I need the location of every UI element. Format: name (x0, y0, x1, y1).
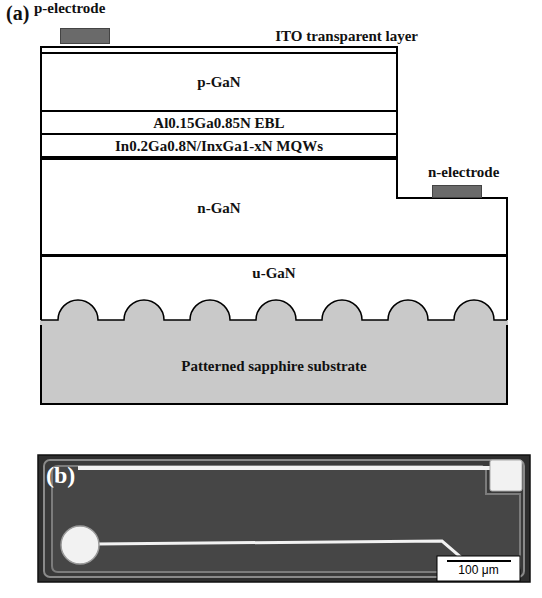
micrograph-background (38, 455, 530, 582)
n-pad (490, 460, 522, 491)
n-electrode: n-electrode (424, 164, 516, 198)
p-electrode: p-electrode (30, 0, 130, 46)
p-pad (61, 526, 99, 564)
n-finger (78, 466, 492, 470)
panel-label: (b) (46, 462, 96, 488)
layer-label: p-GaN (197, 74, 240, 90)
p-gan-layer: p-GaN (40, 54, 398, 112)
scale-bar-box (437, 556, 520, 581)
layer-label: n-GaN (40, 200, 398, 216)
dome-outline (41, 300, 507, 320)
scale-bar (447, 560, 511, 562)
layer-label: In0.2Ga0.8N/InxGa1-xN MQWs (115, 138, 323, 154)
dome-fill (40, 300, 508, 325)
step-shape (41, 159, 507, 255)
layer-label: u-GaN (42, 265, 506, 281)
electrode-pad (60, 28, 110, 44)
layer-label: p-electrode (34, 0, 105, 16)
u-gan-layer: u-GaN (40, 255, 508, 320)
layer-label: ITO transparent layer (275, 28, 418, 44)
ito-layer: ITO transparent layer (40, 26, 418, 54)
electrode-pad (432, 185, 482, 198)
ito-band (40, 46, 398, 54)
layer-label: n-electrode (428, 164, 499, 180)
layer-label: Patterned sapphire substrate (42, 358, 506, 374)
scale-bar-label: 100 μm (437, 563, 520, 577)
sapphire-substrate: Patterned sapphire substrate (40, 320, 508, 405)
mqw-layer: In0.2Ga0.8N/InxGa1-xN MQWs (40, 135, 398, 158)
ebl-layer: Al0.15Ga0.85N EBL (40, 112, 398, 135)
layer-label: Al0.15Ga0.85N EBL (153, 115, 284, 131)
